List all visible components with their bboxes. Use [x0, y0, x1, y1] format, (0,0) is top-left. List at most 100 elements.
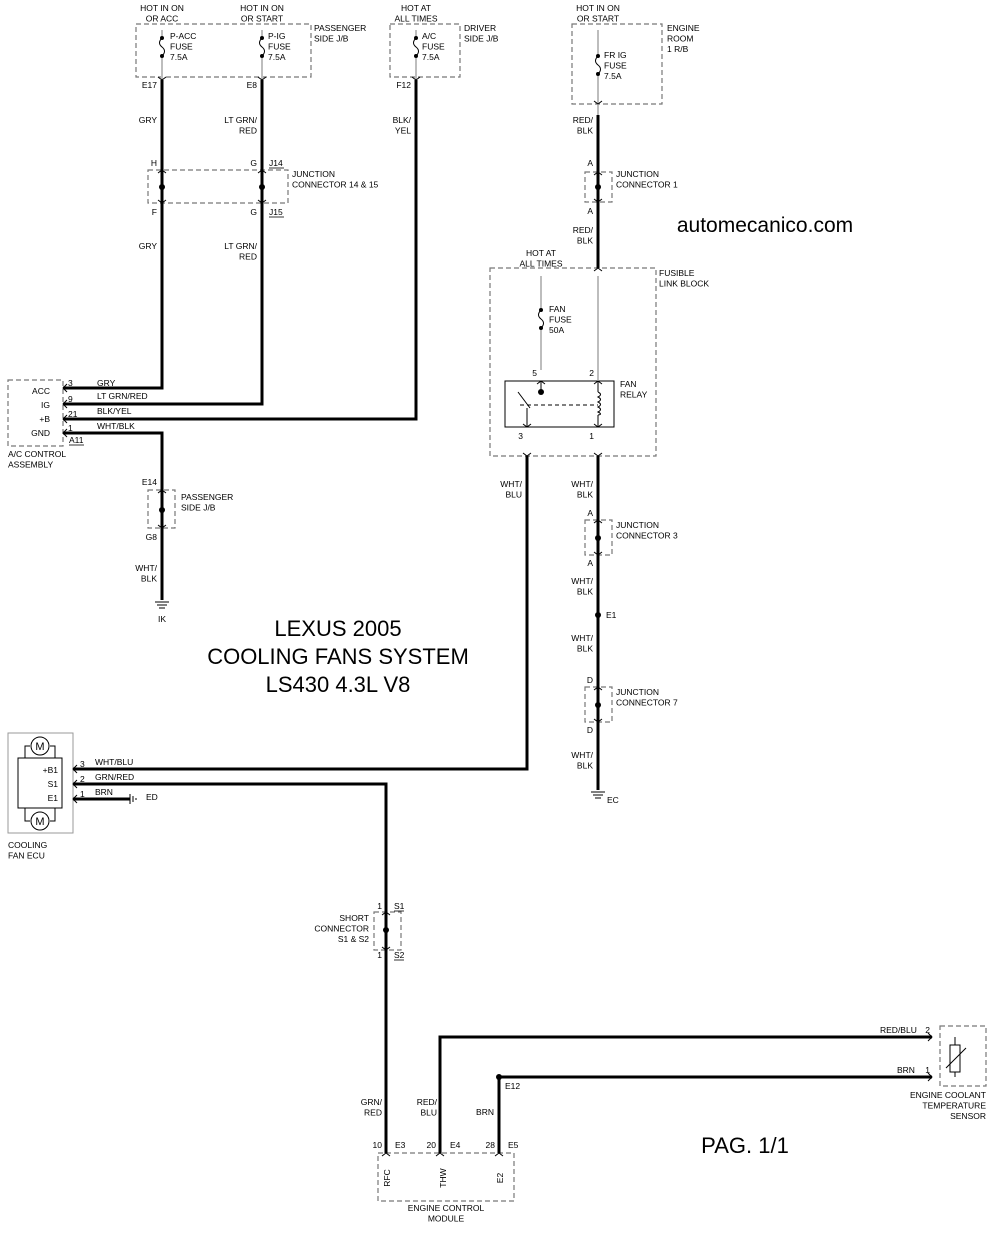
power-label-acc: HOT IN ON	[140, 3, 184, 13]
conn-a11: A11	[69, 435, 84, 445]
connector-terminal	[62, 399, 68, 409]
splice-dot	[595, 702, 601, 708]
splice-dot	[595, 184, 601, 190]
connector-terminal	[62, 383, 68, 393]
fuse-fan-label: 50A	[549, 325, 564, 335]
wire-redblk-2: BLK	[577, 236, 593, 246]
title-line-3: LS430 4.3L V8	[266, 672, 411, 697]
splice-dot	[259, 184, 265, 190]
connector-terminal	[157, 169, 167, 174]
ect-pin-2: 2	[925, 1025, 930, 1035]
wire-whtblu: BLU	[505, 490, 522, 500]
wire-ac-gry: GRY	[97, 378, 116, 388]
ac-pin-acc: ACC	[32, 386, 50, 396]
conn-f12: F12	[396, 80, 411, 90]
cooling-fan-ecu-label: COOLING	[8, 840, 47, 850]
connector-terminal	[157, 524, 167, 529]
wire-whtblk-4: WHT/	[571, 750, 593, 760]
wire-whtblk-3: WHT/	[571, 633, 593, 643]
passenger-jb-box	[135, 23, 312, 78]
wire-whtblk-2: WHT/	[571, 576, 593, 586]
wire-gry-1: GRY	[139, 115, 158, 125]
power-label-always-1: HOT AT	[401, 3, 431, 13]
short-pin-1a: 1	[377, 901, 382, 911]
title-line-2: COOLING FANS SYSTEM	[207, 644, 469, 669]
conn-e17: E17	[142, 80, 157, 90]
power-label-always-2: ALL TIMES	[520, 259, 563, 269]
fuse-frig-icon	[595, 55, 601, 75]
power-label-start-1: HOT IN ON	[240, 3, 284, 13]
connector-terminal	[72, 764, 78, 774]
fuse-pacc-label: 7.5A	[170, 52, 188, 62]
fan-motor-2-letter: M	[35, 816, 44, 828]
ecu-pin-3: 3	[80, 759, 85, 769]
connector-terminal	[257, 199, 267, 204]
short-connector-label: S1 & S2	[338, 934, 369, 944]
ac-pin-21: 21	[68, 409, 78, 419]
splice-dot	[159, 507, 165, 513]
fuse-pig-icon	[259, 37, 265, 57]
connector-terminal	[593, 551, 603, 556]
ect-sensor-label: SENSOR	[950, 1111, 986, 1121]
fan-motor-1-letter: M	[35, 741, 44, 753]
connector-terminal	[593, 686, 603, 691]
fuse-ac-label: 7.5A	[422, 52, 440, 62]
connector-terminal	[593, 519, 603, 524]
connector-terminal	[157, 489, 167, 494]
connector-terminal	[593, 100, 603, 105]
fuse-fan-end	[539, 308, 543, 312]
connector-terminal	[494, 1152, 504, 1157]
conn-g8: G8	[146, 532, 158, 542]
ect-sensor-box	[939, 1025, 987, 1087]
fusible-link-block-label: LINK BLOCK	[659, 279, 709, 289]
connector-terminal	[927, 1032, 933, 1042]
fuse-ac-icon	[413, 37, 419, 57]
wire-whtblk-3: BLK	[577, 644, 593, 654]
fan-motor-2-icon	[30, 811, 50, 831]
connector-terminal	[72, 779, 78, 789]
junction-connector-1-label: CONNECTOR 1	[616, 180, 678, 190]
passenger-jb-2-label: SIDE J/B	[181, 503, 216, 513]
wire-whtblu: WHT/	[500, 479, 522, 489]
relay-pin-5: 5	[532, 368, 537, 378]
ecm-pin-thw: THW	[438, 1168, 448, 1187]
ecm-pin-28: 28	[486, 1140, 496, 1150]
conn-g2: G	[250, 207, 257, 217]
wire-ltgrn-1: RED	[239, 126, 257, 136]
power-label-always-2: HOT AT	[526, 248, 556, 258]
fuse-pig-label: P-IG	[268, 31, 285, 41]
connector-terminal	[435, 1152, 445, 1157]
ac-pin-9: 9	[68, 394, 73, 404]
connector-terminal	[257, 76, 267, 81]
wire-whtblk-1: BLK	[577, 490, 593, 500]
junction-connector-3-label: CONNECTOR 3	[616, 531, 678, 541]
power-label-acc: OR ACC	[146, 14, 179, 24]
wire-ac-blkyel: BLK/YEL	[97, 406, 132, 416]
connector-terminal	[62, 428, 68, 438]
engine-room-rb-box	[571, 23, 663, 105]
junction-connector-3-label: JUNCTION	[616, 520, 659, 530]
conn-d2: D	[587, 725, 593, 735]
connector-terminal	[381, 1152, 391, 1157]
title-line-1: LEXUS 2005	[274, 616, 401, 641]
short-pin-1b: 1	[377, 950, 382, 960]
fuse-frig-label: 7.5A	[604, 71, 622, 81]
passenger-jb-label: SIDE J/B	[314, 34, 349, 44]
conn-ik: IK	[158, 614, 166, 624]
wire-whtblk-5: WHT/	[135, 563, 157, 573]
power-label-start-2: OR START	[577, 14, 619, 24]
wire-redblk-1: RED/	[573, 115, 594, 125]
conn-s2: S2	[394, 950, 405, 960]
conn-f: F	[152, 207, 157, 217]
wire-ect-brn: BRN	[897, 1065, 915, 1075]
fan-relay-label: RELAY	[620, 390, 648, 400]
junction-connector-1-label: JUNCTION	[616, 169, 659, 179]
fuse-ac-label: A/C	[422, 31, 436, 41]
wire-ac-ltgrn: LT GRN/RED	[97, 391, 148, 401]
ect-sensor-label: ENGINE COOLANT	[910, 1090, 986, 1100]
fuse-pig-label: 7.5A	[268, 52, 286, 62]
relay-pin-3: 3	[518, 431, 523, 441]
conn-g1: G	[250, 158, 257, 168]
wire-gry-2: GRY	[139, 241, 158, 251]
ac-pin-b: +B	[39, 414, 50, 424]
